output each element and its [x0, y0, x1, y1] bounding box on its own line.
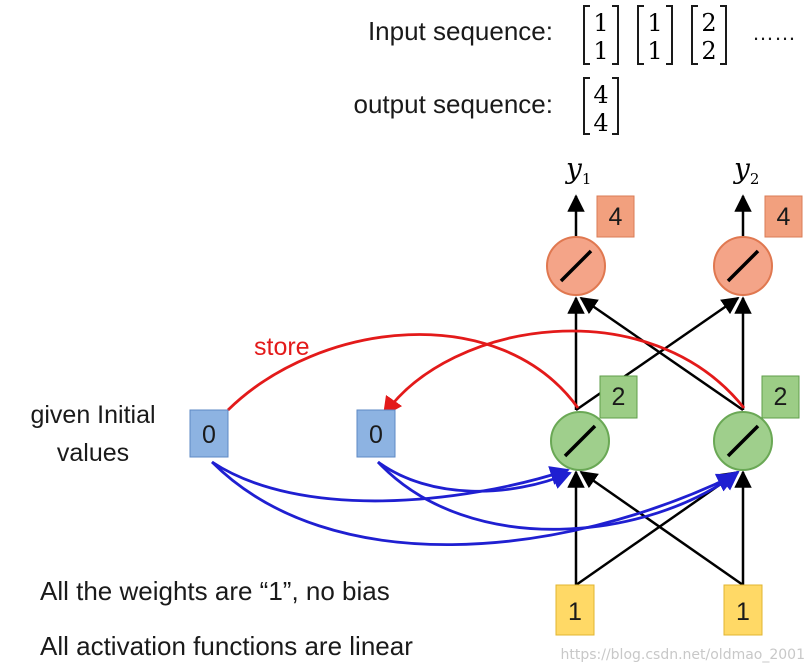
input-value-2: 1	[736, 598, 750, 626]
input-box-2: 1	[723, 584, 763, 636]
initial-values-label-line1: given Initial	[30, 401, 155, 429]
output-value-box-1: 4	[596, 195, 635, 238]
input-sequence-label: Input sequence:	[368, 16, 553, 46]
output-value-box-2: 4	[764, 195, 803, 238]
input-vector-3-bottom: 2	[701, 37, 716, 65]
output-vector-1-top: 4	[593, 81, 608, 109]
watermark: https://blog.csdn.net/oldmao_2001	[560, 647, 805, 663]
input-vector-1-top: 1	[593, 9, 608, 37]
hidden-neuron-2	[713, 411, 773, 471]
output-value-2: 4	[777, 203, 791, 231]
input-vector-3: 2 2	[691, 5, 727, 65]
note-activation: All activation functions are linear	[40, 631, 413, 661]
output-symbol-y2-sub: 2	[750, 170, 760, 188]
input-vector-1-bottom: 1	[593, 37, 608, 65]
hidden-value-box-1: 2	[599, 375, 638, 419]
hidden-value-1: 2	[612, 383, 626, 411]
input-vector-2: 1 1	[637, 5, 673, 65]
input-vector-3-top: 2	[701, 9, 716, 37]
output-symbol-y1-sub: 1	[582, 170, 592, 188]
store-connections	[227, 329, 746, 417]
store-label: store	[254, 333, 310, 361]
input-vector-2-top: 1	[647, 9, 662, 37]
output-vector-1-bottom: 4	[593, 109, 608, 137]
input-sequence-ellipsis: ……	[752, 20, 796, 45]
memory-cell-1: 0	[189, 409, 229, 458]
output-symbol-y2-letter: y	[732, 152, 751, 185]
output-symbol-y2: y2	[732, 152, 759, 188]
output-neuron-2	[713, 236, 773, 296]
hidden-neuron-1	[550, 411, 610, 471]
output-neuron-1	[546, 236, 606, 296]
memory-cell-2: 0	[356, 409, 396, 458]
hidden-value-2: 2	[774, 383, 788, 411]
output-sequence-label: output sequence:	[354, 89, 554, 119]
memory-value-1: 0	[202, 421, 216, 449]
output-symbol-y1-letter: y	[564, 152, 583, 185]
note-weights: All the weights are “1”, no bias	[40, 576, 390, 606]
initial-values-label-line2: values	[57, 439, 129, 467]
input-vector-2-bottom: 1	[647, 37, 662, 65]
memory-to-hidden-connections	[211, 460, 740, 547]
input-to-hidden-connections	[567, 470, 752, 587]
memory-value-2: 0	[369, 421, 383, 449]
input-vector-1: 1 1	[583, 5, 619, 65]
output-symbol-y1: y1	[564, 152, 591, 188]
output-value-1: 4	[609, 203, 623, 231]
input-value-1: 1	[568, 598, 582, 626]
output-vector-1: 4 4	[583, 77, 619, 137]
hidden-value-box-2: 2	[761, 375, 800, 419]
input-box-1: 1	[555, 584, 595, 636]
